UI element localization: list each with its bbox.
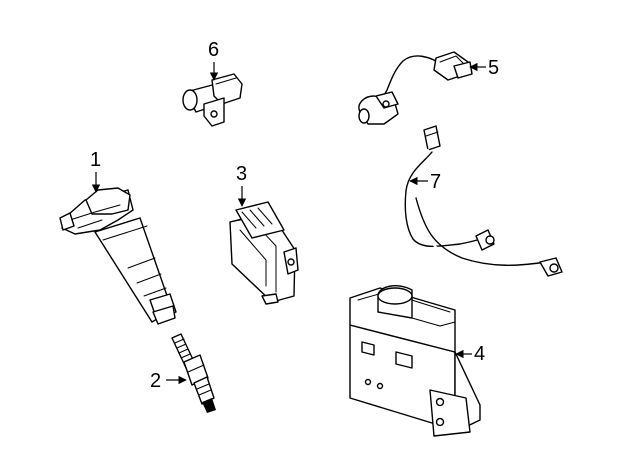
callout-1-number: 1 xyxy=(90,149,101,171)
sensor-with-harness-part[interactable] xyxy=(358,51,473,125)
spark-plug-part[interactable] xyxy=(171,333,216,413)
callout-1: 1 xyxy=(90,149,101,193)
callout-6: 6 xyxy=(208,39,219,81)
callout-4: 4 xyxy=(455,343,485,365)
callout-6-number: 6 xyxy=(208,39,219,61)
callout-5: 5 xyxy=(469,57,499,79)
engine-control-module-part[interactable] xyxy=(229,201,299,305)
callout-2: 2 xyxy=(150,370,187,392)
callout-4-number: 4 xyxy=(474,343,485,365)
sensor-harness-part[interactable] xyxy=(400,125,563,277)
callout-7: 7 xyxy=(409,171,441,193)
callout-3: 3 xyxy=(236,163,247,207)
callout-7-number: 7 xyxy=(430,171,441,193)
ignition-coil-part[interactable] xyxy=(59,187,177,325)
callout-2-number: 2 xyxy=(150,370,161,392)
callout-5-number: 5 xyxy=(488,57,499,79)
ignition-module-part[interactable] xyxy=(349,285,481,437)
callout-3-number: 3 xyxy=(236,163,247,185)
position-sensor-part[interactable] xyxy=(182,73,243,127)
